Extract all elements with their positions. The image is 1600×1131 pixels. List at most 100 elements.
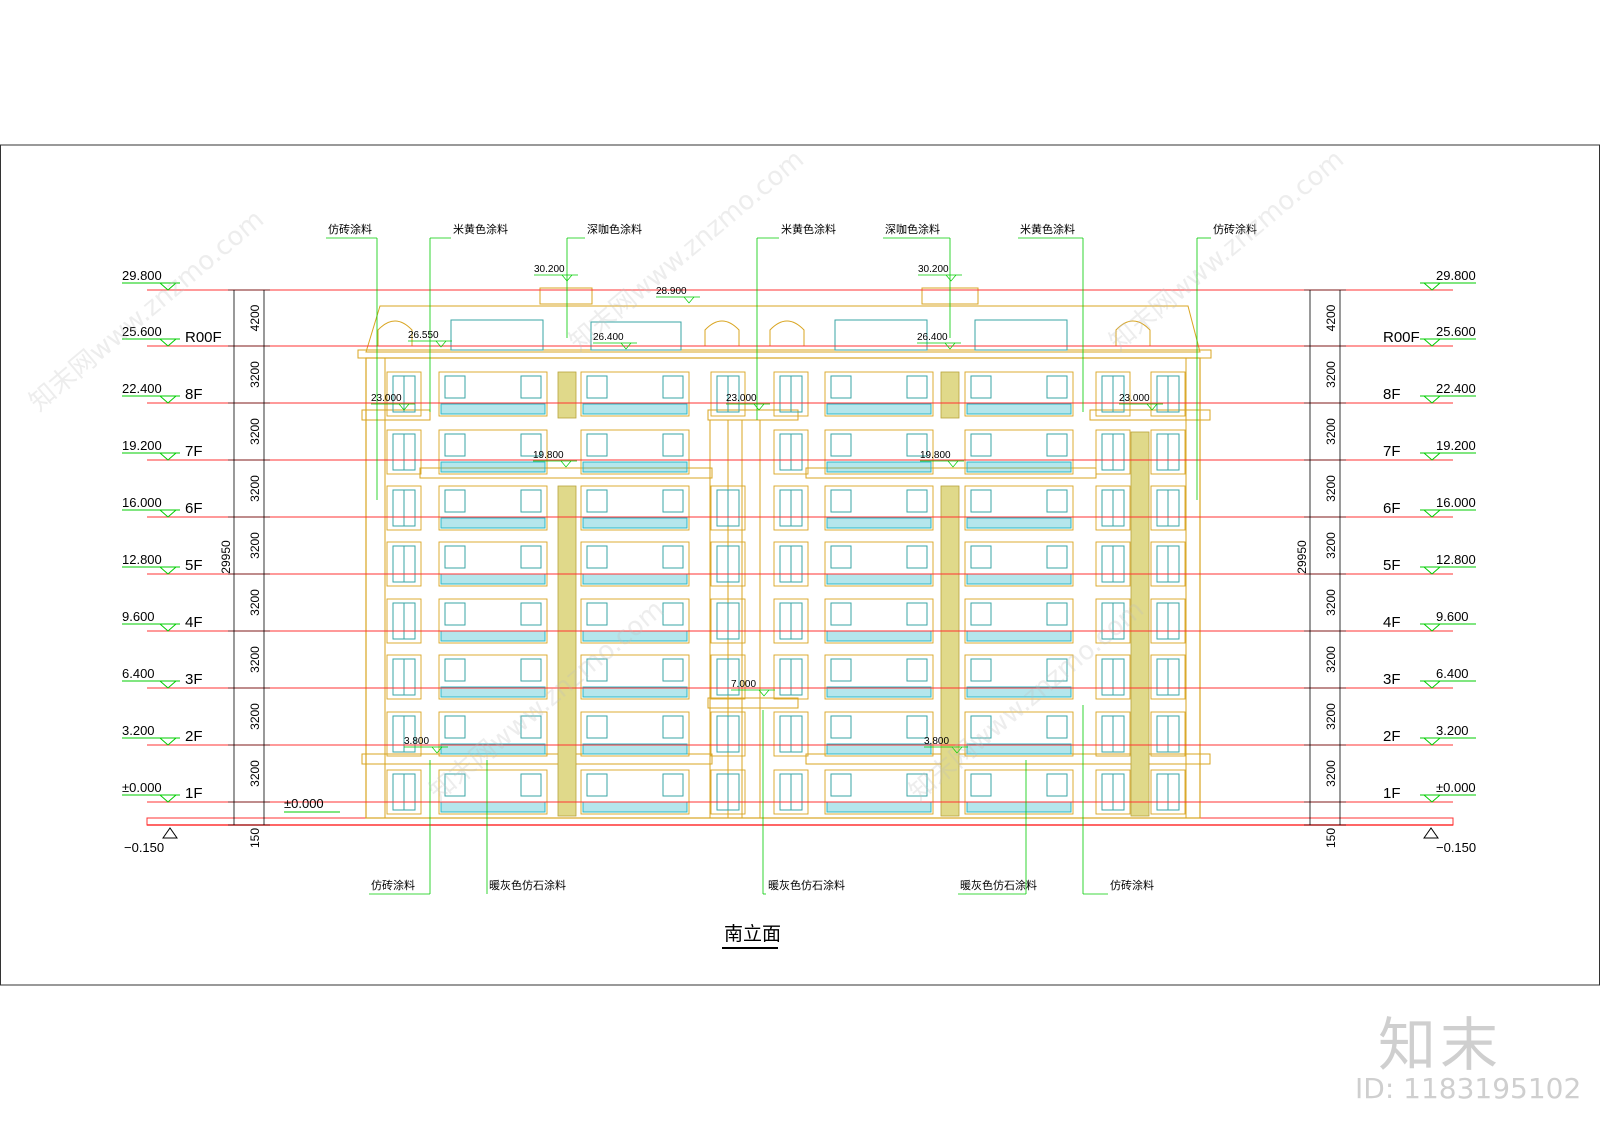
- level-label-right: 25.600: [1436, 324, 1476, 339]
- window-frame: [773, 769, 809, 815]
- window-frame: [1150, 769, 1186, 815]
- window-pane: [830, 545, 852, 569]
- balcony-railing: [582, 743, 688, 755]
- elevation-annotation: 26.400: [917, 332, 948, 343]
- dimension-value: 3200: [1324, 361, 1338, 388]
- window-pane: [1046, 715, 1068, 739]
- level-label-left: ±0.000: [122, 780, 162, 795]
- accent-panel: [940, 485, 960, 817]
- window-pane: [830, 489, 852, 513]
- annotation-marker: [431, 746, 443, 754]
- window-frame: [438, 371, 548, 417]
- window-pane: [830, 433, 852, 457]
- window-pane: [444, 375, 466, 399]
- dimension-value: 3200: [1324, 475, 1338, 502]
- floor-label-left: 3F: [185, 671, 203, 688]
- window-pane: [520, 658, 542, 682]
- dormer-1: [377, 320, 413, 346]
- window-pane: [662, 375, 684, 399]
- window-frame: [710, 598, 746, 644]
- window-pane: [970, 545, 992, 569]
- window-frame: [1095, 485, 1131, 531]
- level-marker: [159, 282, 177, 291]
- elevation-annotation: 23.000: [371, 393, 402, 404]
- elevation-annotation: 26.400: [593, 332, 624, 343]
- floor-label-left: R00F: [185, 329, 222, 346]
- window-pane: [586, 658, 608, 682]
- material-label-top: 深咖色涂料: [587, 222, 642, 236]
- roof-window-4: [974, 319, 1068, 351]
- window-frame: [1150, 541, 1186, 587]
- window-frame: [773, 429, 809, 475]
- watermark-logo: 知末: [1378, 1011, 1503, 1079]
- level-label-right: 3.200: [1436, 723, 1469, 738]
- window-pane: [520, 773, 542, 797]
- balcony-railing: [826, 686, 932, 698]
- window-frame: [386, 711, 422, 757]
- balcony-railing: [966, 573, 1072, 585]
- window-pane: [444, 489, 466, 513]
- ground-band: [146, 817, 1454, 826]
- annotation-marker: [944, 342, 956, 350]
- level-marker: [1423, 566, 1441, 575]
- ground-mark-label: ±0.000: [284, 796, 324, 811]
- watermark-id: ID: 1183195102: [1355, 1072, 1582, 1105]
- window-frame: [1095, 598, 1131, 644]
- floor-label-right: 4F: [1383, 614, 1401, 631]
- drawing-title: 南立面: [724, 923, 781, 945]
- dimension-value: 4200: [1324, 304, 1338, 331]
- window-pane: [906, 658, 928, 682]
- elevation-annotation: 19.800: [533, 450, 564, 461]
- annotation-marker: [435, 340, 447, 348]
- window-frame: [386, 654, 422, 700]
- level-label-left: 29.800: [122, 268, 162, 283]
- material-label-top: 米黄色涂料: [1020, 222, 1075, 236]
- balcony-railing: [582, 801, 688, 813]
- balcony-railing: [440, 686, 546, 698]
- window-pane: [1046, 489, 1068, 513]
- level-label-right: 19.200: [1436, 438, 1476, 453]
- level-marker: [159, 452, 177, 461]
- floor-label-right: 1F: [1383, 785, 1401, 802]
- window-pane: [662, 545, 684, 569]
- material-label-top: 米黄色涂料: [453, 222, 508, 236]
- window-frame: [773, 654, 809, 700]
- dimension-value: 3200: [1324, 589, 1338, 616]
- annotation-marker: [758, 689, 770, 697]
- dormer-4: [1115, 320, 1151, 346]
- window-pane: [970, 602, 992, 626]
- balcony-railing: [826, 517, 932, 529]
- cornice: [805, 753, 1211, 765]
- level-marker: [1423, 737, 1441, 746]
- window-pane: [586, 489, 608, 513]
- balcony-railing: [440, 743, 546, 755]
- cornice: [361, 753, 713, 765]
- window-pane: [586, 602, 608, 626]
- window-frame: [1150, 598, 1186, 644]
- window-pane: [906, 375, 928, 399]
- level-marker: [1423, 794, 1441, 803]
- accent-panel: [1130, 431, 1150, 817]
- dimension-value: 3200: [1324, 760, 1338, 787]
- balcony-railing: [582, 630, 688, 642]
- window-pane: [906, 489, 928, 513]
- balcony-railing: [440, 517, 546, 529]
- balcony-railing: [966, 801, 1072, 813]
- level-marker: [159, 737, 177, 746]
- floor-label-left: 1F: [185, 785, 203, 802]
- window-pane: [830, 602, 852, 626]
- window-pane: [586, 715, 608, 739]
- balcony-railing: [966, 743, 1072, 755]
- window-pane: [906, 773, 928, 797]
- level-label-left: 16.000: [122, 495, 162, 510]
- dimension-value: 4200: [248, 304, 262, 331]
- window-frame: [580, 711, 690, 757]
- dimension-value: 3200: [1324, 703, 1338, 730]
- window-frame: [1150, 711, 1186, 757]
- annotation-marker: [753, 403, 765, 411]
- window-pane: [586, 375, 608, 399]
- dimension-chains: 4200320032003200320032003200320032001502…: [219, 289, 1346, 848]
- window-frame: [964, 769, 1074, 815]
- material-label-top: 仿砖涂料: [328, 222, 372, 236]
- window-pane: [520, 715, 542, 739]
